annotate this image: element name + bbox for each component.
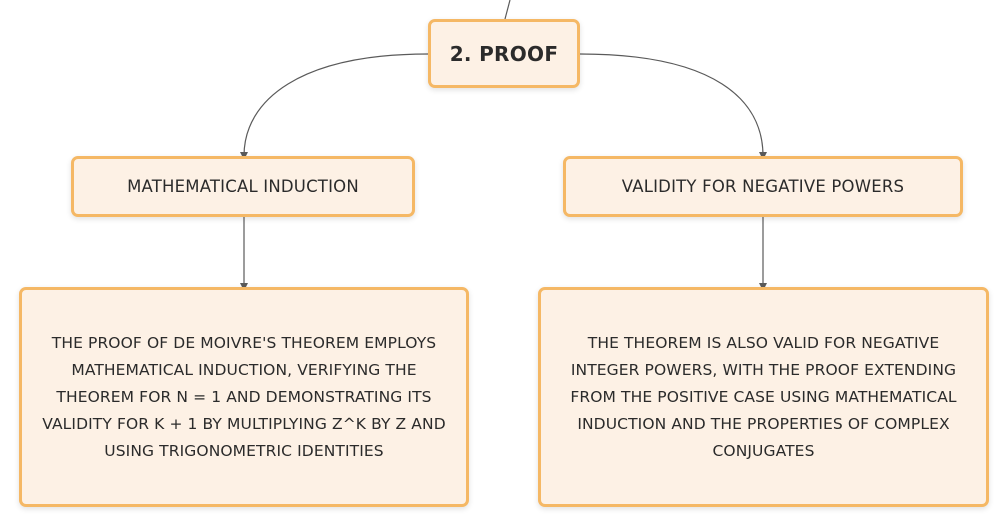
node-induction-detail-text: THE PROOF OF DE MOIVRE'S THEOREM EMPLOYS… bbox=[42, 333, 446, 460]
root-node-proof[interactable]: 2. PROOF bbox=[428, 19, 580, 88]
root-node-label: 2. PROOF bbox=[449, 41, 559, 66]
node-validity-negative-powers-label: VALIDITY FOR NEGATIVE POWERS bbox=[621, 177, 905, 196]
node-negative-powers-detail-text: THE THEOREM IS ALSO VALID FOR NEGATIVE I… bbox=[570, 333, 957, 460]
node-negative-powers-detail[interactable]: THE THEOREM IS ALSO VALID FOR NEGATIVE I… bbox=[538, 287, 989, 507]
node-mathematical-induction-label: MATHEMATICAL INDUCTION bbox=[127, 177, 359, 196]
connector-from-parent bbox=[504, 0, 511, 20]
connector-root-to-induction bbox=[240, 53, 429, 160]
node-mathematical-induction[interactable]: MATHEMATICAL INDUCTION bbox=[71, 156, 415, 217]
node-induction-detail[interactable]: THE PROOF OF DE MOIVRE'S THEOREM EMPLOYS… bbox=[19, 287, 469, 507]
node-validity-negative-powers[interactable]: VALIDITY FOR NEGATIVE POWERS bbox=[563, 156, 963, 217]
connector-root-to-negative-powers bbox=[579, 53, 767, 160]
